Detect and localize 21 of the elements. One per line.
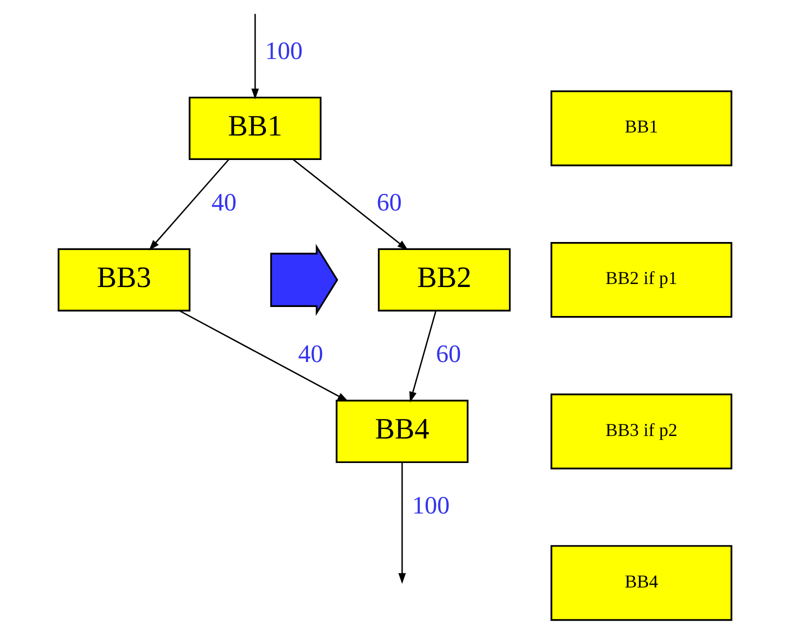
node-box: BB2 — [377, 248, 510, 312]
edge-label: 100 — [264, 38, 302, 65]
edge-label: 40 — [211, 189, 236, 216]
node-box: BB1 — [188, 96, 321, 160]
edge-label: 40 — [298, 341, 323, 368]
node-box: BB3 — [57, 248, 190, 312]
arrow — [408, 310, 436, 402]
arrow — [398, 462, 406, 584]
edge-label: 60 — [436, 341, 461, 368]
arrow — [148, 158, 229, 250]
arrow — [250, 14, 258, 100]
arrow — [292, 158, 408, 250]
node-box: BB4 — [335, 400, 468, 464]
node-box: BB1 — [550, 90, 732, 166]
node-box: BB2 if p1 — [550, 242, 732, 318]
node-arrow — [270, 244, 338, 316]
node-box: BB3 if p2 — [550, 394, 732, 470]
edge-label: 100 — [412, 492, 450, 520]
arrow — [178, 310, 348, 402]
node-box: BB4 — [550, 545, 732, 621]
edge-label: 60 — [376, 189, 402, 216]
